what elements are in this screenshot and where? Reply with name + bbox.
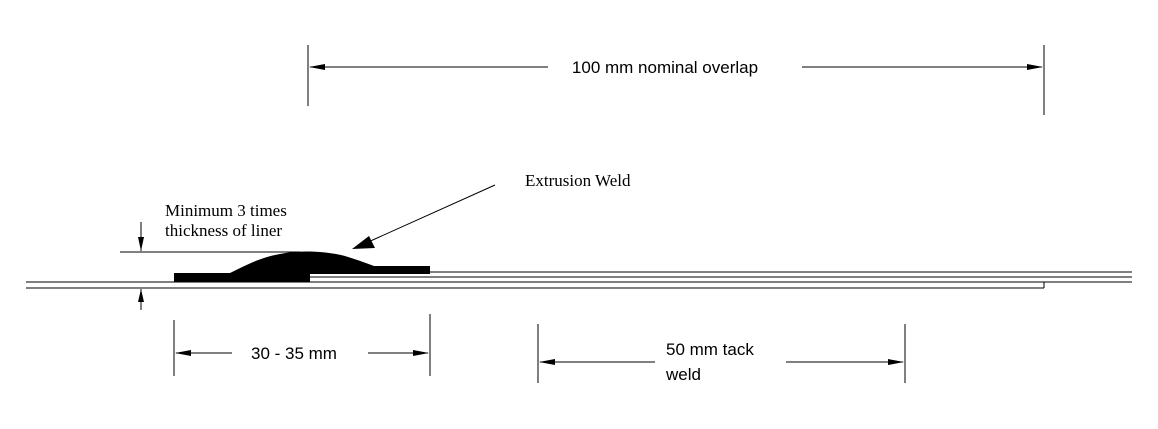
weld-width-dimension: 30 - 35 mm <box>173 314 431 376</box>
overlap-dimension: 100 mm nominal overlap <box>307 45 1045 115</box>
overlap-label: 100 mm nominal overlap <box>572 58 758 77</box>
tack-weld-arrow-right <box>888 359 904 365</box>
overlap-arrow-left <box>309 64 325 70</box>
tack-weld-label-line2: weld <box>665 365 701 384</box>
min-thickness-arrow-top <box>138 237 144 251</box>
tack-weld-dimension: 50 mm tack weld <box>537 324 906 384</box>
overlap-arrow-right <box>1027 64 1043 70</box>
extrusion-weld-label: Extrusion Weld <box>525 171 631 190</box>
min-thickness-dimension: Minimum 3 times thickness of liner <box>120 201 300 310</box>
extrusion-weld-callout: Extrusion Weld <box>352 171 631 249</box>
min-thickness-label-line1: Minimum 3 times <box>165 201 287 220</box>
weld-bead-shape <box>174 251 430 282</box>
weld-width-label: 30 - 35 mm <box>251 344 337 363</box>
extrusion-weld-arrowhead <box>352 236 375 249</box>
weld-width-arrow-left <box>175 350 191 356</box>
min-thickness-arrow-bottom <box>138 289 144 302</box>
tack-weld-arrow-left <box>539 359 555 365</box>
extrusion-weld-leader <box>365 184 496 244</box>
tack-weld-label-line1: 50 mm tack <box>666 340 754 359</box>
extrusion-weld-bead <box>174 251 430 282</box>
min-thickness-label-line2: thickness of liner <box>165 221 282 240</box>
weld-width-arrow-right <box>413 350 429 356</box>
